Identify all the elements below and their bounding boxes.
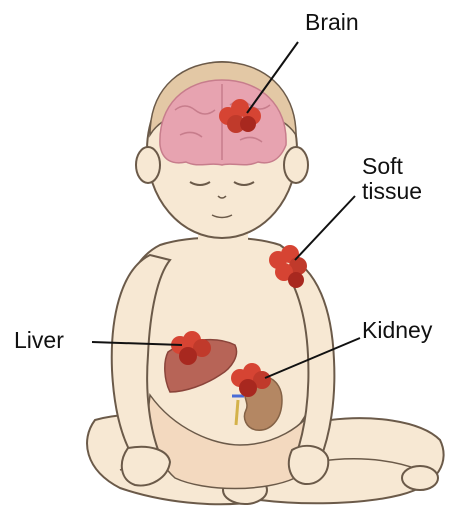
label-soft-tissue: Soft tissue [362,154,422,205]
label-soft-tissue-line1: Soft [362,154,422,179]
head [136,62,308,238]
label-liver: Liver [14,328,64,353]
label-soft-tissue-line2: tissue [362,179,422,204]
right-hand [289,446,328,484]
label-brain: Brain [305,10,359,35]
label-kidney: Kidney [362,318,432,343]
soft-tissue-leader-line [295,196,355,260]
